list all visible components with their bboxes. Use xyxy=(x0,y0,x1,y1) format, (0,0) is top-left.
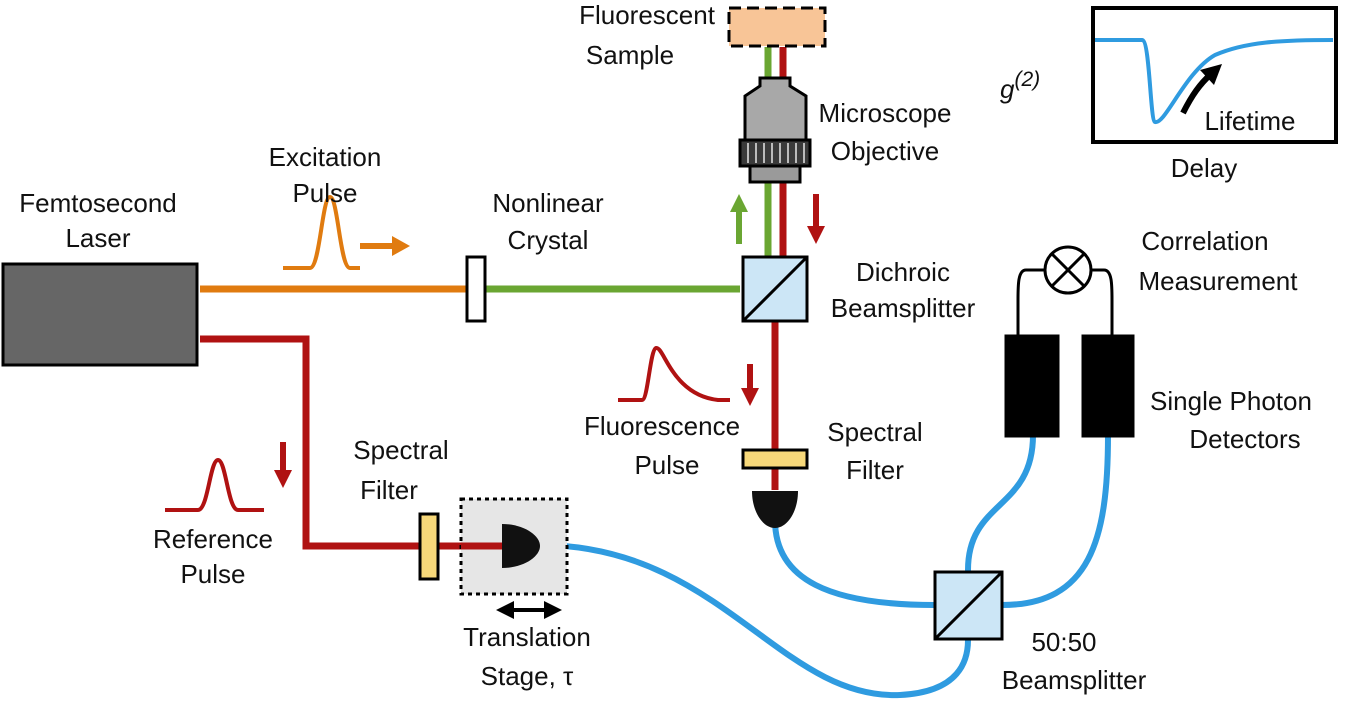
correlation-label-line1: Correlation xyxy=(1141,226,1268,256)
dichroic-label-line1: Dichroic xyxy=(856,257,950,287)
fibers xyxy=(537,432,1111,699)
correlator-symbol xyxy=(1043,245,1093,295)
fluorescence-label-line2: Pulse xyxy=(634,450,699,480)
inset-g2-curve xyxy=(1095,38,1334,124)
green-up-arrow-head xyxy=(730,194,748,212)
laser-box xyxy=(1,262,199,367)
correlation-label-line2: Measurement xyxy=(1139,266,1299,296)
fluorescence-pulse-shape xyxy=(618,346,730,402)
single-photon-detector-left xyxy=(1004,334,1060,438)
inset-ylabel-sup: (2) xyxy=(1014,68,1040,91)
stage-arrow-right-head xyxy=(544,601,562,619)
bs5050-label-line2: Beamsplitter xyxy=(1002,665,1147,695)
inset-annotation: Lifetime xyxy=(1204,106,1295,136)
filter-right-label-line2: Filter xyxy=(846,455,904,485)
red-down-arrow-head xyxy=(807,226,825,244)
dichroic-cube xyxy=(741,255,809,323)
excitation-label-line2: Pulse xyxy=(292,178,357,208)
fiber-fluorescence-to-bs xyxy=(772,517,938,608)
fiber-coupler-right xyxy=(752,491,798,528)
excitation-label-line1: Excitation xyxy=(269,142,382,172)
filter-left-label-line1: Spectral xyxy=(353,435,448,465)
spectral-filter-left xyxy=(418,512,440,581)
reference-label-line2: Pulse xyxy=(180,559,245,589)
crystal-label-line1: Nonlinear xyxy=(492,188,604,218)
filter-left-label-line2: Filter xyxy=(360,475,418,505)
fiber-bs-to-detector-right xyxy=(999,432,1111,608)
inset-ylabel: g(2) xyxy=(1000,68,1040,104)
stage-label-line1: Translation xyxy=(463,622,591,652)
sample-label-line1: Fluorescent xyxy=(579,0,716,30)
detectors-label-line2: Detectors xyxy=(1189,424,1300,454)
reference-label-line1: Reference xyxy=(153,524,273,554)
inset-g2-plot: Lifetime Delay g(2) xyxy=(1000,6,1338,183)
reference-pulse-shape xyxy=(165,457,264,512)
fiber-reference-to-bs xyxy=(537,542,971,699)
stage-label-line2: Stage, τ xyxy=(481,661,574,691)
stage-arrow-left-head xyxy=(496,601,514,619)
bs-5050-cube xyxy=(933,570,1004,641)
objective-label-line2: Objective xyxy=(831,136,939,166)
correlator-wires xyxy=(1016,268,1114,336)
microscope-objective xyxy=(738,76,812,184)
excitation-pulse-shape xyxy=(283,194,360,270)
fiber-bs-to-detector-left xyxy=(965,432,1036,573)
crystal-label-line2: Crystal xyxy=(508,225,589,255)
nonlinear-crystal xyxy=(465,255,487,323)
laser-label-line2: Laser xyxy=(65,223,130,253)
sample-label-line2: Sample xyxy=(586,40,674,70)
dichroic-label-line2: Beamsplitter xyxy=(831,293,976,323)
detectors-label-line1: Single Photon xyxy=(1150,386,1312,416)
spectral-filter-right xyxy=(741,448,809,470)
inset-xlabel: Delay xyxy=(1171,153,1237,183)
laser-label-line1: Femtosecond xyxy=(19,188,177,218)
filter-right-label-line1: Spectral xyxy=(827,417,922,447)
reference-beam xyxy=(200,335,505,550)
excitation-arrow-head xyxy=(392,236,410,256)
bs5050-label-line1: 50:50 xyxy=(1031,627,1096,657)
fluorescence-label-line1: Fluorescence xyxy=(584,411,740,441)
inset-ylabel-base: g xyxy=(1000,74,1015,104)
fluorescent-sample xyxy=(727,6,827,48)
lifetime-arrow-head xyxy=(1200,64,1222,85)
objective-label-line1: Microscope xyxy=(819,98,952,128)
fluorescence-down-arrow-head xyxy=(741,388,759,406)
fiber-coupler-left xyxy=(502,524,540,568)
reference-down-arrow-head xyxy=(274,470,292,488)
single-photon-detector-right xyxy=(1081,334,1135,438)
